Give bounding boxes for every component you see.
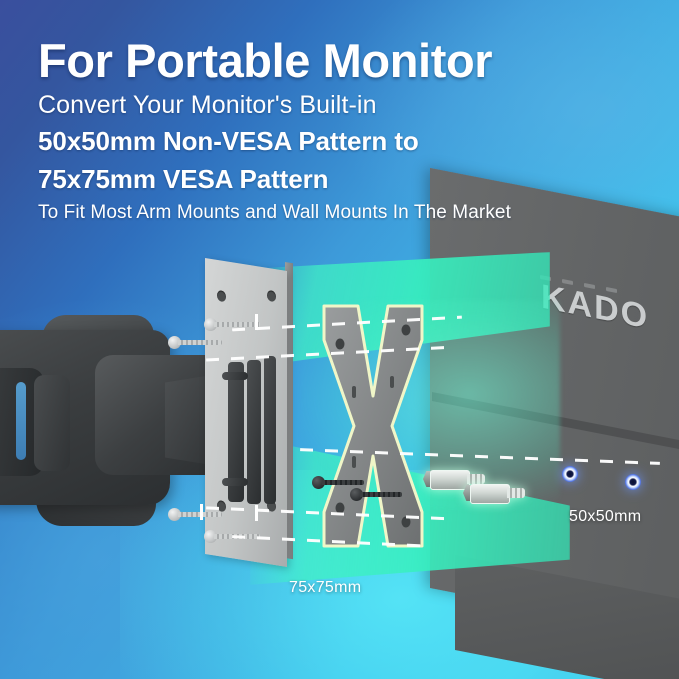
mount-plate-hole bbox=[267, 289, 276, 303]
screw-head bbox=[204, 530, 217, 543]
standoff-thread bbox=[507, 488, 525, 498]
alignment-tick bbox=[200, 504, 203, 520]
screw-head bbox=[168, 336, 181, 349]
standoff-body bbox=[430, 470, 470, 490]
callout-75x75: 75x75mm bbox=[289, 579, 362, 596]
alignment-tick bbox=[255, 314, 258, 330]
arm-end-cap bbox=[34, 375, 70, 471]
alignment-tick bbox=[255, 505, 258, 521]
screw-head bbox=[204, 318, 217, 331]
screw-shaft bbox=[360, 492, 402, 497]
monitor-mount-hole-glow bbox=[625, 474, 641, 490]
hex-standoff-spacer bbox=[423, 470, 488, 490]
screw-shaft bbox=[214, 322, 260, 327]
screw-shaft bbox=[322, 480, 364, 485]
mount-plate-hole bbox=[217, 289, 226, 303]
standoff-body bbox=[470, 484, 510, 504]
vesa-clamp-bar bbox=[264, 356, 276, 504]
hex-standoff-spacer bbox=[463, 484, 528, 504]
vesa-clamp-bar bbox=[228, 362, 244, 502]
vesa-clamp-pin bbox=[222, 372, 248, 380]
screw-head bbox=[312, 476, 325, 489]
mounting-screw-black bbox=[312, 476, 368, 490]
vesa-clamp-pin bbox=[222, 478, 248, 486]
mounting-screw-black bbox=[350, 488, 406, 502]
mounting-screw-silver bbox=[204, 318, 264, 332]
screw-shaft bbox=[178, 340, 222, 345]
mounting-screw-silver bbox=[168, 336, 226, 350]
callout-50x50: 50x50mm bbox=[569, 508, 642, 525]
screw-head bbox=[350, 488, 363, 501]
mounting-screw-silver bbox=[168, 508, 226, 522]
screw-head bbox=[168, 508, 181, 521]
arm-blue-accent-slot bbox=[16, 382, 26, 460]
standoff-thread bbox=[467, 474, 485, 484]
vesa-clamp-bar bbox=[247, 360, 261, 504]
monitor-mount-hole-glow bbox=[562, 466, 578, 482]
